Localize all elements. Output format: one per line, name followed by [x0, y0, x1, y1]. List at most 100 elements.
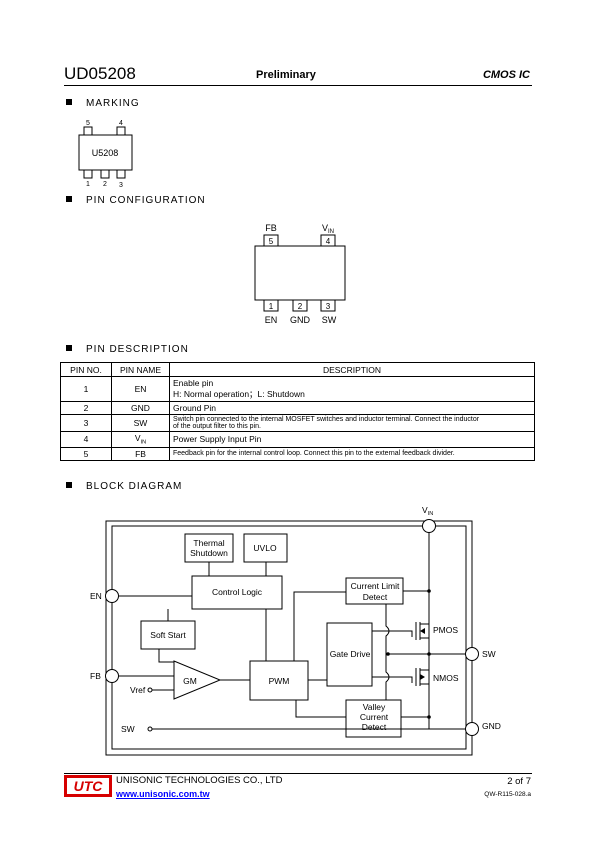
chip-outline-outer [105, 520, 473, 756]
page-number: 2 of 7 [507, 776, 531, 787]
pin-name: FB [111, 446, 170, 461]
marking-lead-4 [116, 126, 126, 136]
thermal-shutdown-block [184, 533, 234, 563]
pin2-lead [292, 299, 308, 312]
marking-pin4-num: 4 [119, 120, 123, 127]
pin5-num: 5 [269, 237, 274, 246]
pin3-num: 3 [326, 302, 331, 311]
svg-text:UTC: UTC [74, 778, 104, 794]
table-row: 2 GND Ground Pin [60, 401, 535, 415]
section-title: MARKING [86, 98, 140, 109]
table-row: 5 FB Feedback pin for the internal contr… [60, 446, 535, 461]
sw-input-label: SW [121, 724, 135, 734]
nmos-label: NMOS [433, 673, 459, 683]
section-block-diagram: BLOCK DIAGRAM [66, 481, 182, 492]
pin-no: 3 [60, 414, 112, 432]
marking-lead-5 [83, 126, 93, 136]
marking-pin1-num: 1 [86, 181, 90, 188]
pin2-num: 2 [298, 302, 303, 311]
marking-body [78, 134, 133, 171]
sw-internal-node [147, 726, 153, 732]
table-row: 4 VIN Power Supply Input Pin [60, 431, 535, 448]
status-label: Preliminary [256, 69, 316, 81]
sw-terminal [465, 647, 479, 661]
pin-desc: Switch pin connected to the internal MOS… [169, 414, 535, 432]
marking-lead-1 [83, 169, 93, 179]
section-title: PIN CONFIGURATION [86, 195, 206, 206]
marking-code: U5208 [92, 148, 119, 158]
soft-start-label: Soft Start [150, 630, 186, 640]
pin3-lead [320, 299, 336, 312]
pin3-name: SW [322, 315, 337, 325]
uvlo-label: UVLO [253, 543, 277, 553]
sw-output-label: SW [482, 649, 496, 659]
gm-amplifier [173, 660, 222, 700]
document-code: QW-R115-028.a [484, 791, 531, 798]
chip-outline-inner [111, 525, 467, 750]
vin-label: VIN [422, 505, 433, 517]
marking-lead-3 [116, 169, 126, 179]
fb-label: FB [90, 671, 101, 681]
pin-no: 2 [60, 401, 112, 415]
pin-desc: Power Supply Input Pin [169, 431, 535, 448]
website-link[interactable]: www.unisonic.com.tw [116, 789, 210, 799]
marking-pin3-num: 3 [119, 182, 123, 189]
category-label: CMOS IC [482, 69, 530, 81]
pin5-name: FB [265, 223, 277, 233]
en-terminal [105, 589, 119, 603]
header-description: DESCRIPTION [169, 362, 535, 377]
soft-start-block [140, 620, 196, 650]
marking-lead-2 [100, 169, 110, 179]
pin-config-body [254, 245, 346, 301]
company-name: UNISONIC TECHNOLOGIES CO., LTD [116, 775, 283, 786]
marking-package: 5 4 U5208 1 2 3 [78, 120, 133, 189]
current-limit-block [345, 577, 404, 605]
pin-no: 5 [60, 446, 112, 461]
utc-logo: UTC [64, 775, 112, 797]
control-logic-label: Control Logic [212, 587, 263, 597]
gm-label: GM [183, 676, 197, 686]
pwm-block [249, 660, 309, 701]
header-pin-name: PIN NAME [111, 362, 170, 377]
pin2-name: GND [290, 315, 311, 325]
uvlo-block [243, 533, 288, 563]
en-label: EN [90, 591, 102, 601]
pin-config-package: FB VIN 5 4 1 2 3 EN GND SW [254, 223, 346, 325]
vref-label: Vref [130, 685, 146, 695]
part-number: UD05208 [64, 64, 136, 83]
pmos-arrow [420, 628, 425, 634]
fb-terminal [105, 669, 119, 683]
footer-rule [64, 773, 532, 774]
section-pin-config: PIN CONFIGURATION [66, 195, 206, 206]
control-logic-block [191, 575, 283, 610]
gate-drive-block [326, 622, 373, 687]
pin-no: 4 [60, 431, 112, 448]
marking-pin2-num: 2 [103, 181, 107, 188]
marking-pin5-num: 5 [86, 120, 90, 127]
vin-terminal [422, 519, 436, 533]
pin1-name: EN [265, 315, 278, 325]
pin-name: EN [111, 376, 170, 402]
pin-name: SW [111, 414, 170, 432]
pin4-name: VIN [322, 223, 334, 235]
pin-desc: Feedback pin for the internal control lo… [169, 446, 535, 461]
section-title: BLOCK DIAGRAM [86, 481, 183, 492]
table-header-row: PIN NO. PIN NAME DESCRIPTION [60, 362, 535, 377]
pin-desc: Ground Pin [169, 401, 535, 415]
pmos-label: PMOS [433, 625, 458, 635]
section-marking: MARKING [66, 98, 140, 109]
valley-detect-block [345, 699, 402, 738]
pin-no: 1 [60, 376, 112, 402]
pin-name: VIN [111, 431, 170, 448]
table-row: 3 SW Switch pin connected to the interna… [60, 414, 535, 432]
vref-node [147, 687, 153, 693]
gnd-label: GND [482, 721, 501, 731]
gate-drive-label: Gate Drive [330, 649, 371, 659]
pwm-label: PWM [269, 676, 290, 686]
pin-name: GND [111, 401, 170, 415]
